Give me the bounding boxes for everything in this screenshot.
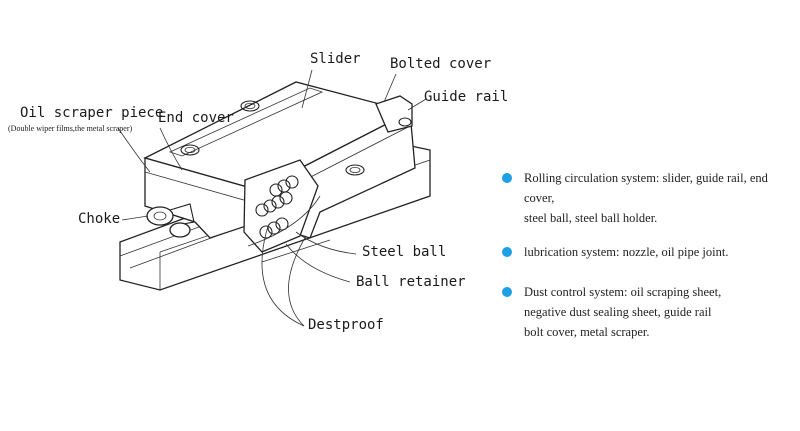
label-destproof: Destproof <box>308 317 384 333</box>
label-ball-retainer: Ball retainer <box>356 274 466 290</box>
system-legend: Rolling circulation system: slider, guid… <box>500 168 790 356</box>
legend-text: Rolling circulation system: slider, guid… <box>524 171 768 205</box>
legend-text: Dust control system: oil scraping sheet, <box>524 285 722 299</box>
label-steel-ball: Steel ball <box>362 244 446 260</box>
bullet-icon <box>502 173 512 183</box>
legend-text: steel ball, steel ball holder. <box>524 211 658 225</box>
legend-item-lubrication: lubrication system: nozzle, oil pipe joi… <box>500 242 790 262</box>
label-guide-rail: Guide rail <box>424 89 508 105</box>
label-oil-scraper-note: (Double wiper films,the metal scraper) <box>8 124 133 133</box>
callout-labels: Slider Bolted cover Guide rail Oil scrap… <box>8 51 508 333</box>
legend-item-dust-control: Dust control system: oil scraping sheet,… <box>500 282 790 342</box>
label-bolted-cover: Bolted cover <box>390 56 491 72</box>
bullet-icon <box>502 287 512 297</box>
legend-text: bolt cover, metal scraper. <box>524 325 650 339</box>
legend-text: negative dust sealing sheet, guide rail <box>524 305 712 319</box>
label-end-cover: End cover <box>158 110 234 126</box>
label-oil-scraper: Oil scraper piece <box>20 105 163 121</box>
ball-circuit <box>243 159 331 263</box>
label-slider: Slider <box>310 51 361 67</box>
legend-text: lubrication system: nozzle, oil pipe joi… <box>524 245 729 259</box>
label-choke: Choke <box>78 211 120 227</box>
leader-lines <box>117 69 427 327</box>
bullet-icon <box>502 247 512 257</box>
legend-item-rolling: Rolling circulation system: slider, guid… <box>500 168 790 228</box>
